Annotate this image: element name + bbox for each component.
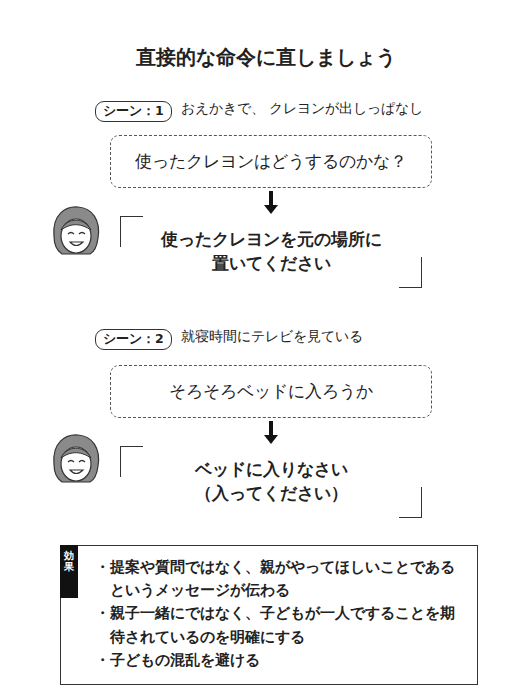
effect-item: ・親子一緒にではなく、子どもが一人ですることを期待されているのを明確にする: [95, 602, 465, 648]
node-text: 使ったクレヨンを元の場所に 置いてください: [144, 228, 398, 276]
down-arrow: [264, 421, 278, 444]
bracket-corner: [120, 216, 143, 247]
node-text: そろそろベッドに入ろうか: [121, 380, 421, 403]
question-box: 使ったクレヨンはどうするのかな？: [110, 135, 432, 188]
scene-description: おえかきで、 クレヨンが出しっぱなし: [181, 100, 423, 118]
node-text: 使ったクレヨンはどうするのかな？: [121, 150, 421, 173]
title: 直接的な命令に直しましょう: [0, 44, 531, 71]
scene-tag: シーン：1: [95, 101, 172, 122]
bracket-corner: [120, 446, 143, 477]
bracket-corner: [399, 257, 422, 288]
scene-description: 就寝時間にテレビを見ている: [181, 328, 363, 346]
scene-tag: シーン：2: [95, 329, 172, 350]
instruction-bracket: 使ったクレヨンを元の場所に 置いてください: [120, 216, 422, 288]
down-arrow: [264, 191, 278, 214]
effect-box: 効果・提案や質問ではなく、親がやってほしいことであるというメッセージが伝わる・親…: [60, 545, 478, 685]
effect-item: ・提案や質問ではなく、親がやってほしいことであるというメッセージが伝わる: [95, 556, 465, 602]
node-text: シーン：1: [103, 103, 164, 120]
bracket-corner: [399, 487, 422, 518]
instruction-bracket: ベッドに入りなさい （入ってください）: [120, 446, 422, 518]
mother-face-1: [54, 207, 99, 254]
node-text: ベッドに入りなさい （入ってください）: [144, 458, 398, 506]
mother-face-2: [54, 435, 99, 482]
node-text: シーン：2: [103, 331, 164, 348]
effect-item: ・子どもの混乱を避ける: [95, 649, 465, 672]
question-box: そろそろベッドに入ろうか: [110, 365, 432, 418]
effect-tab: 効果: [60, 545, 78, 598]
